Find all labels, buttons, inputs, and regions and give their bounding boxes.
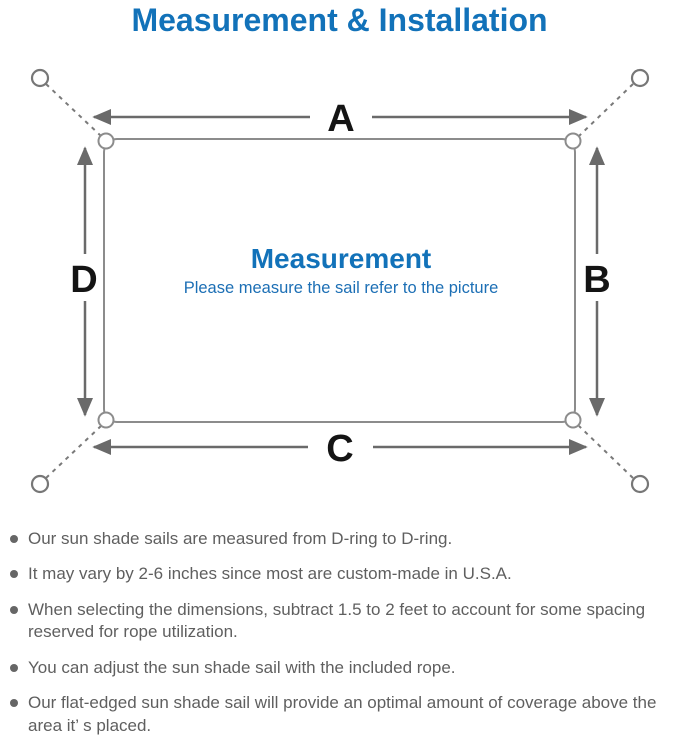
- dimension-arrows: [76, 108, 606, 456]
- note-text: Our flat-edged sun shade sail will provi…: [28, 693, 657, 735]
- dimension-label-bottom: C: [326, 428, 353, 470]
- diagram-center-subtitle: Please measure the sail refer to the pic…: [184, 279, 499, 297]
- bullet-icon: [10, 570, 18, 579]
- dimension-label-top: A: [327, 98, 354, 140]
- notes-list: Our sun shade sails are measured from D-…: [10, 528, 673, 739]
- bullet-icon: [10, 663, 18, 672]
- list-item: You can adjust the sun shade sail with t…: [10, 657, 673, 679]
- diagram-center-title: Measurement: [251, 243, 432, 274]
- bullet-icon: [10, 535, 18, 543]
- dimension-label-left: D: [70, 259, 97, 301]
- bullet-icon: [10, 699, 18, 708]
- list-item: When selecting the dimensions, subtract …: [10, 599, 673, 644]
- note-text: Our sun shade sails are measured from D-…: [28, 529, 453, 548]
- dimension-label-right: B: [583, 259, 610, 301]
- bullet-icon: [10, 605, 18, 614]
- d-ring-icon: [97, 132, 582, 429]
- shade-sail-outline: [103, 138, 576, 423]
- measurement-diagram: A B C D Measurement Please measure the s…: [30, 68, 650, 494]
- list-item: Our sun shade sails are measured from D-…: [10, 528, 673, 550]
- note-text: It may vary by 2-6 inches since most are…: [28, 564, 512, 584]
- list-item: It may vary by 2-6 inches since most are…: [10, 563, 673, 585]
- note-text: When selecting the dimensions, subtract …: [28, 599, 646, 642]
- page-title: Measurement & Installation: [131, 2, 548, 38]
- note-text: You can adjust the sun shade sail with t…: [28, 657, 456, 677]
- list-item: Our flat-edged sun shade sail will provi…: [10, 692, 673, 737]
- corner-rope-dashed-lines: [45, 83, 634, 479]
- anchor-ring-icon: [30, 68, 650, 494]
